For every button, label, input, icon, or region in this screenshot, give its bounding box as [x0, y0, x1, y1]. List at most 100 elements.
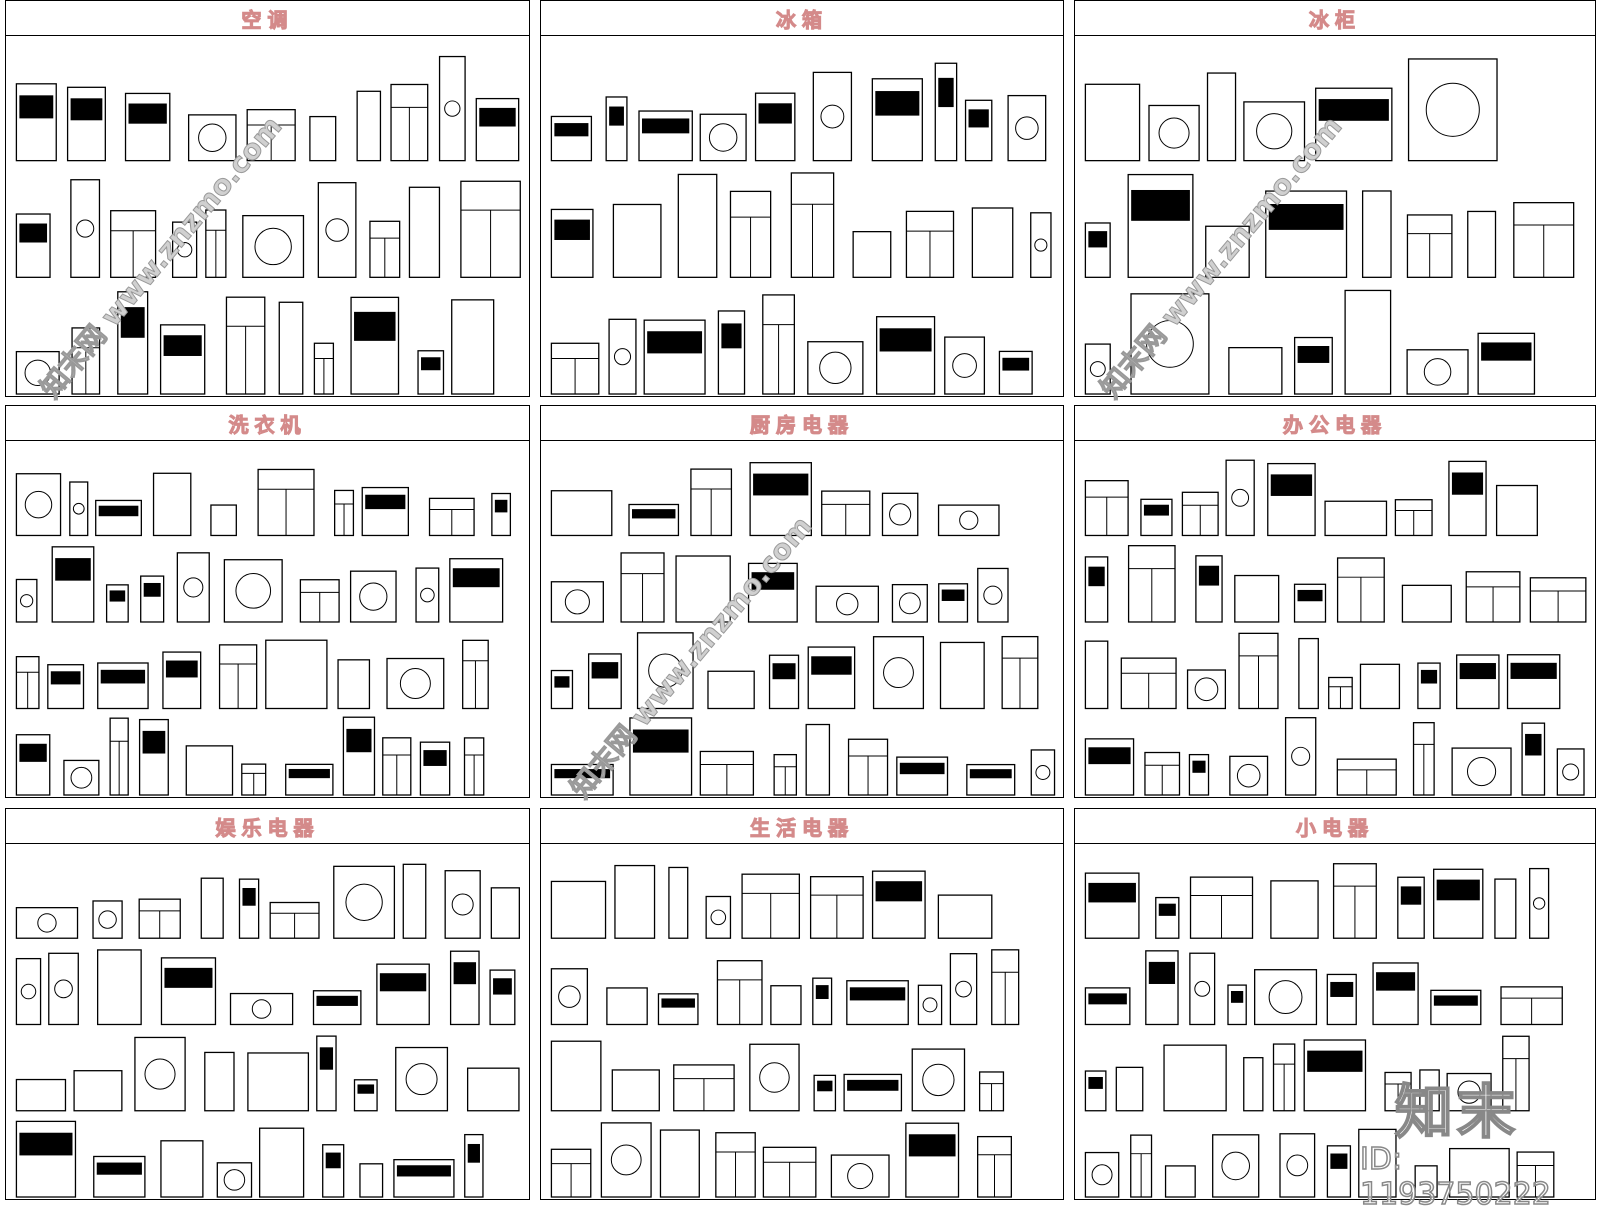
appliance-drawing — [216, 1162, 253, 1198]
appliance-drawing — [677, 173, 718, 278]
appliance-drawing — [747, 562, 798, 623]
appliance-drawing — [1279, 1133, 1316, 1198]
appliance-drawing — [550, 490, 613, 537]
appliance-drawing — [809, 876, 864, 939]
appliance-drawing — [229, 992, 294, 1026]
appliance-drawing — [353, 1079, 378, 1112]
watermark-logo: 知末 — [1394, 1077, 1520, 1147]
appliance-drawing — [1451, 747, 1512, 796]
appliance-drawing — [359, 1163, 384, 1198]
panel-header: 生活电器 — [541, 809, 1063, 844]
appliance-drawing — [1359, 663, 1401, 710]
appliance-drawing — [1238, 632, 1279, 710]
appliance-drawing — [1326, 973, 1357, 1026]
appliance-drawing — [92, 900, 123, 939]
appliance-drawing — [1243, 101, 1306, 162]
appliance-drawing — [891, 583, 928, 623]
appliance-drawing — [978, 1071, 1005, 1112]
panel-title: 娱乐电器 — [215, 815, 320, 840]
appliance-drawing — [1372, 962, 1419, 1026]
appliance-drawing — [1254, 969, 1318, 1026]
appliance-drawing — [1084, 1151, 1120, 1198]
appliance-drawing — [390, 83, 429, 162]
appliance-drawing — [1234, 574, 1280, 623]
appliance-drawing — [1495, 484, 1538, 537]
appliance-drawing — [1267, 462, 1316, 537]
appliance-drawing — [349, 570, 397, 623]
appliance-drawing — [15, 655, 40, 710]
appliance-drawing — [705, 895, 732, 939]
appliance-drawing — [205, 209, 227, 278]
appliance-drawing — [944, 336, 986, 395]
appliance-drawing — [257, 468, 315, 537]
appliance-drawing — [1303, 1039, 1367, 1112]
appliance-drawing — [1007, 94, 1047, 162]
appliance-drawing — [1270, 880, 1319, 939]
appliance-drawing — [659, 1129, 700, 1198]
appliance-drawing — [768, 654, 800, 710]
appliance-drawing — [608, 318, 637, 395]
appliance-drawing — [152, 472, 192, 537]
appliance-drawing — [1406, 214, 1453, 278]
panel-drawings — [541, 36, 1063, 396]
appliance-drawing — [1477, 332, 1536, 395]
panel-title: 冰柜 — [1309, 7, 1361, 32]
appliance-drawing — [109, 717, 129, 796]
appliance-drawing — [417, 350, 445, 395]
appliance-drawing — [1227, 984, 1247, 1026]
appliance-drawing — [1556, 748, 1585, 796]
appliance-drawing — [369, 220, 401, 278]
appliance-drawing — [223, 559, 283, 623]
appliance-drawing — [966, 763, 1016, 796]
panel-title: 小电器 — [1296, 815, 1374, 840]
appliance-drawing — [1163, 1044, 1227, 1112]
appliance-drawing — [1189, 876, 1254, 939]
appliance-drawing — [1148, 104, 1200, 162]
appliance-drawing — [715, 1132, 756, 1198]
appliance-drawing — [419, 741, 451, 796]
appliance-drawing — [160, 1140, 204, 1198]
appliance-drawing — [875, 316, 936, 395]
appliance-drawing — [550, 581, 604, 623]
appliance-drawing — [210, 504, 237, 537]
appliance-drawing — [1155, 896, 1180, 939]
appliance-drawing — [1406, 349, 1469, 395]
panel-2: 冰箱 — [540, 0, 1064, 397]
panel-6: 办公电器 — [1074, 405, 1596, 798]
appliance-drawing — [451, 299, 495, 395]
appliance-drawing — [770, 985, 802, 1026]
appliance-drawing — [246, 109, 296, 162]
appliance-drawing — [185, 745, 234, 796]
appliance-drawing — [444, 870, 481, 939]
appliance-drawing — [657, 993, 699, 1026]
panel-title: 厨房电器 — [750, 412, 854, 437]
appliance-drawing — [1456, 654, 1500, 710]
appliance-drawing — [550, 669, 574, 710]
panel-header: 娱乐电器 — [6, 809, 529, 844]
appliance-drawing — [741, 873, 801, 939]
appliance-drawing — [1084, 738, 1135, 796]
appliance-drawing — [1284, 717, 1317, 796]
watermark-id: ID: 1193750222 — [1359, 1141, 1551, 1212]
appliance-drawing — [438, 55, 466, 162]
appliance-drawing — [1516, 1151, 1555, 1198]
appliance-drawing — [846, 980, 909, 1026]
appliance-drawing — [395, 1046, 449, 1112]
appliance-drawing — [815, 585, 880, 623]
appliance-drawing — [699, 113, 747, 162]
appliance-drawing — [643, 319, 706, 395]
appliance-drawing — [812, 977, 833, 1026]
appliance-drawing — [187, 114, 237, 162]
appliance-drawing — [905, 210, 955, 278]
appliance-drawing — [1272, 1043, 1296, 1112]
appliance-drawing — [1084, 556, 1109, 623]
appliance-drawing — [1084, 83, 1141, 162]
appliance-drawing — [1130, 1134, 1153, 1198]
panel-5: 厨房电器 — [540, 405, 1064, 798]
appliance-drawing — [1384, 1071, 1412, 1112]
appliance-drawing — [1419, 1069, 1440, 1112]
panel-header: 洗衣机 — [6, 406, 529, 441]
appliance-drawing — [110, 210, 157, 278]
appliance-drawing — [1315, 87, 1393, 162]
panel-title: 生活电器 — [750, 815, 854, 840]
